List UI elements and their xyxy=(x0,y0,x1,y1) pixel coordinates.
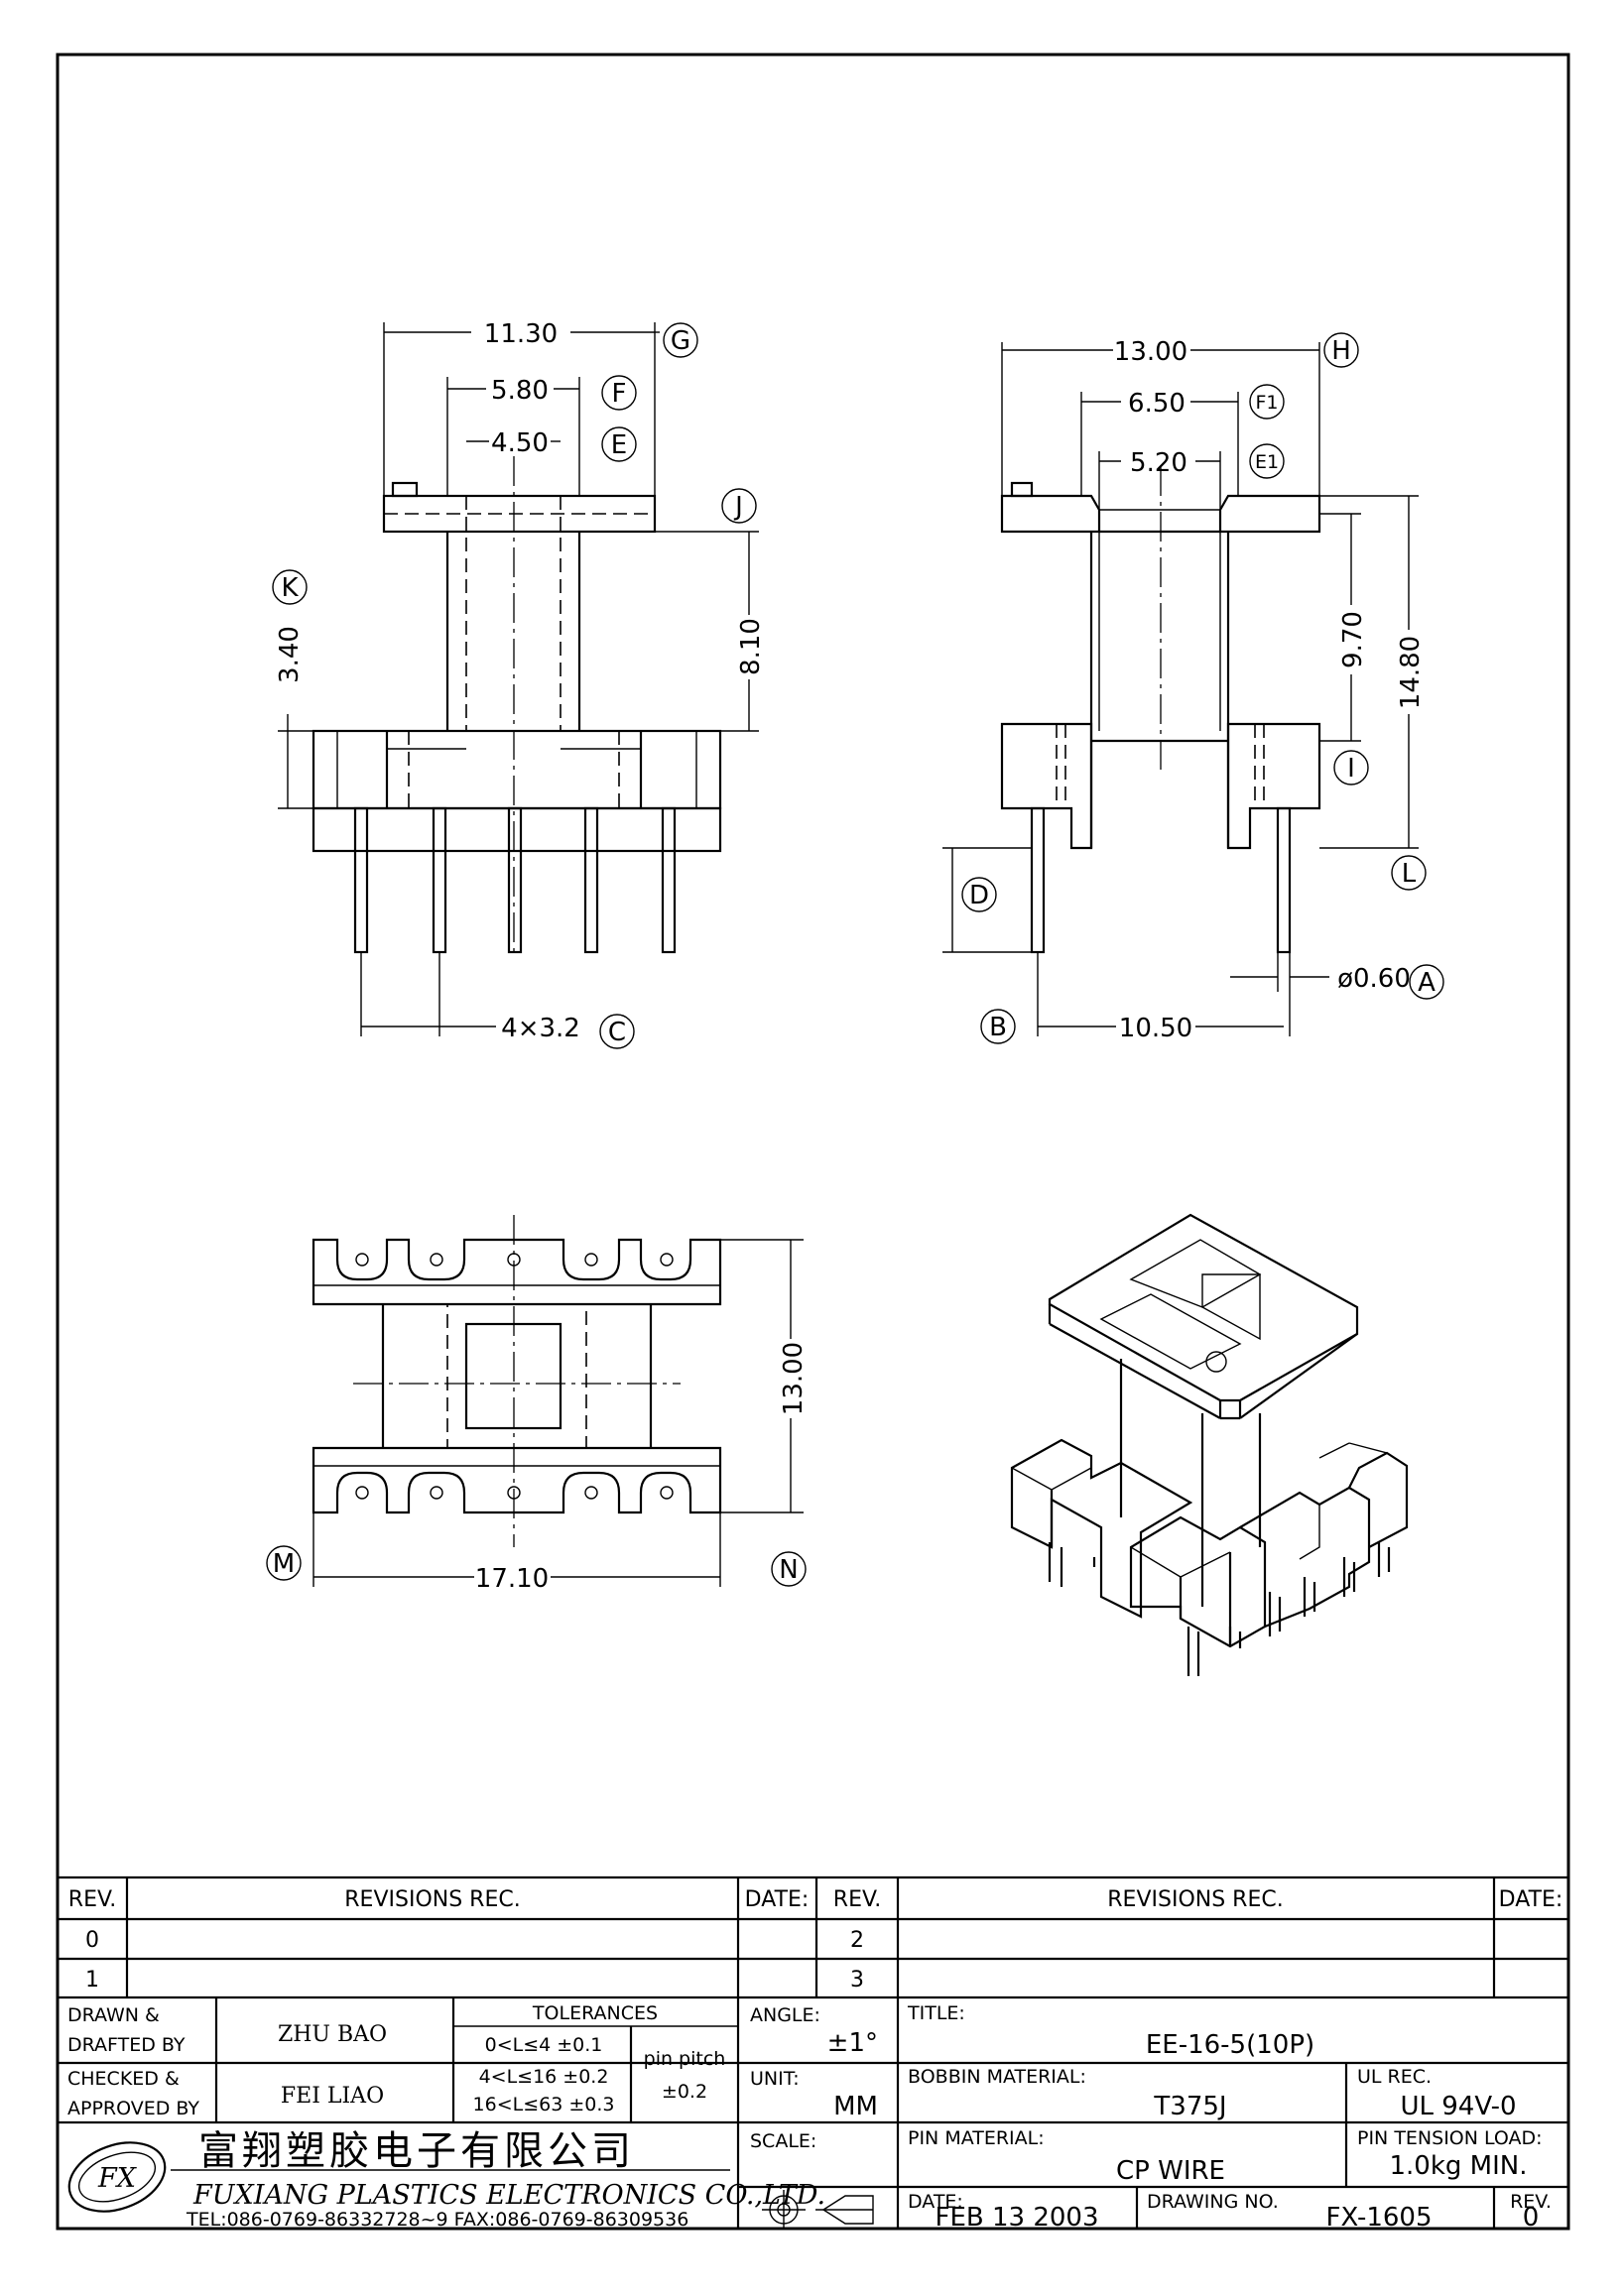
side-dim-13-00: 13.00 xyxy=(1114,337,1187,367)
front-dim-8-10: 8.10 xyxy=(736,618,766,675)
date-header-right: DATE: xyxy=(1499,1887,1563,1912)
rev-row-0: 0 xyxy=(85,1928,99,1953)
side-dim-9-70: 9.70 xyxy=(1338,611,1368,668)
title-label: TITLE: xyxy=(907,2002,965,2024)
marker-H: H xyxy=(1331,336,1351,366)
scale-label: SCALE: xyxy=(750,2130,816,2152)
title-block: REV. REVISIONS REC. DATE: REV. REVISIONS… xyxy=(58,1875,1568,2233)
date-value: FEB 13 2003 xyxy=(935,2203,1098,2233)
side-dim-5-20: 5.20 xyxy=(1130,448,1187,478)
pin-material-label: PIN MATERIAL: xyxy=(908,2127,1045,2149)
rev-header-left: REV. xyxy=(68,1887,116,1912)
checked-label-2: APPROVED BY xyxy=(67,2098,199,2119)
side-dim-10-50: 10.50 xyxy=(1119,1014,1192,1043)
rev-header-right: REV. xyxy=(833,1887,881,1912)
front-dim-pitch: 4×3.2 xyxy=(501,1014,580,1043)
rev-value: 0 xyxy=(1523,2203,1540,2233)
marker-F: F xyxy=(612,379,627,409)
marker-C: C xyxy=(608,1018,626,1047)
front-dim-4-50: 4.50 xyxy=(491,428,549,458)
tolerance-row-3: 16<L≤63 ±0.3 xyxy=(473,2094,615,2115)
drawing-no-value: FX-1605 xyxy=(1325,2203,1432,2233)
tolerance-row-1: 0<L≤4 ±0.1 xyxy=(485,2034,603,2056)
marker-K: K xyxy=(281,573,299,603)
marker-I: I xyxy=(1347,754,1355,784)
side-dim-14-80: 14.80 xyxy=(1396,636,1426,709)
title-value: EE-16-5(10P) xyxy=(1146,2030,1314,2060)
checked-label-1: CHECKED & xyxy=(67,2068,180,2090)
revisions-header-left: REVISIONS REC. xyxy=(344,1887,520,1912)
ul-rec-value: UL 94V-0 xyxy=(1400,2092,1516,2121)
drawn-by-name: ZHU BAO xyxy=(278,2022,387,2047)
drawn-label-1: DRAWN & xyxy=(67,2004,160,2026)
drawn-label-2: DRAFTED BY xyxy=(67,2034,186,2056)
isometric-view xyxy=(1010,1213,1409,1676)
date-label: DATE: xyxy=(908,2191,963,2213)
company-contact: TEL:086-0769-86332728~9 FAX:086-0769-863… xyxy=(186,2209,688,2231)
marker-D: D xyxy=(969,881,989,910)
drawing-no-label: DRAWING NO. xyxy=(1147,2191,1279,2213)
pin-material-value: CP WIRE xyxy=(1116,2156,1225,2186)
marker-G: G xyxy=(671,326,690,356)
front-dim-5-80: 5.80 xyxy=(491,376,549,406)
top-dim-17-10: 17.10 xyxy=(475,1564,549,1594)
date-header-left: DATE: xyxy=(745,1887,810,1912)
top-view: 13.00 17.10 M N xyxy=(266,1215,809,1594)
front-view: 11.30 5.80 4.50 8.10 3.40 4×3.2 G F xyxy=(272,319,766,1049)
pin-pitch-tol: ±0.2 xyxy=(662,2081,707,2103)
rev-row-3: 3 xyxy=(850,1968,864,1993)
side-view: 13.00 6.50 5.20 9.70 14.80 ø0.60 xyxy=(942,332,1444,1044)
company-name-en: FUXIANG PLASTICS ELECTRONICS CO.,LTD. xyxy=(192,2180,825,2211)
marker-E1: E1 xyxy=(1255,451,1279,473)
side-dim-6-50: 6.50 xyxy=(1128,389,1186,419)
front-dim-3-40: 3.40 xyxy=(275,626,305,683)
tolerance-row-2: 4<L≤16 ±0.2 xyxy=(479,2066,609,2088)
bobbin-material-label: BOBBIN MATERIAL: xyxy=(908,2066,1086,2088)
pin-tension-label: PIN TENSION LOAD: xyxy=(1357,2127,1543,2149)
sheet-border xyxy=(56,53,1570,2231)
rev-label: REV. xyxy=(1510,2191,1552,2213)
marker-B: B xyxy=(989,1013,1007,1042)
tolerances-label: TOLERANCES xyxy=(532,2002,658,2024)
top-dim-13-00: 13.00 xyxy=(779,1342,809,1415)
marker-J: J xyxy=(733,492,743,522)
company-name-cn: 富翔塑胶电子有限公司 xyxy=(198,2128,635,2174)
front-dim-11-30: 11.30 xyxy=(484,319,558,349)
pin-pitch-label: pin pitch xyxy=(644,2048,726,2070)
unit-value: MM xyxy=(833,2092,878,2121)
marker-E: E xyxy=(611,430,627,460)
unit-label: UNIT: xyxy=(750,2068,800,2090)
side-dim-pin-dia: ø0.60 xyxy=(1337,964,1411,994)
marker-M: M xyxy=(273,1549,295,1579)
checked-by-name: FEI LIAO xyxy=(281,2084,384,2109)
revisions-header-right: REVISIONS REC. xyxy=(1107,1887,1283,1912)
logo-text: FX xyxy=(97,2163,138,2194)
marker-A: A xyxy=(1418,968,1436,998)
angle-label: ANGLE: xyxy=(750,2004,820,2026)
marker-L: L xyxy=(1402,859,1417,889)
company-logo: FX xyxy=(67,2141,167,2213)
bobbin-material-value: T375J xyxy=(1153,2092,1226,2121)
marker-F1: F1 xyxy=(1255,392,1278,414)
ul-rec-label: UL REC. xyxy=(1357,2066,1432,2088)
rev-row-2: 2 xyxy=(850,1928,864,1953)
rev-row-1: 1 xyxy=(85,1968,99,1993)
marker-N: N xyxy=(779,1555,798,1585)
angle-value: ±1° xyxy=(827,2028,878,2058)
pin-tension-value: 1.0kg MIN. xyxy=(1390,2151,1528,2181)
